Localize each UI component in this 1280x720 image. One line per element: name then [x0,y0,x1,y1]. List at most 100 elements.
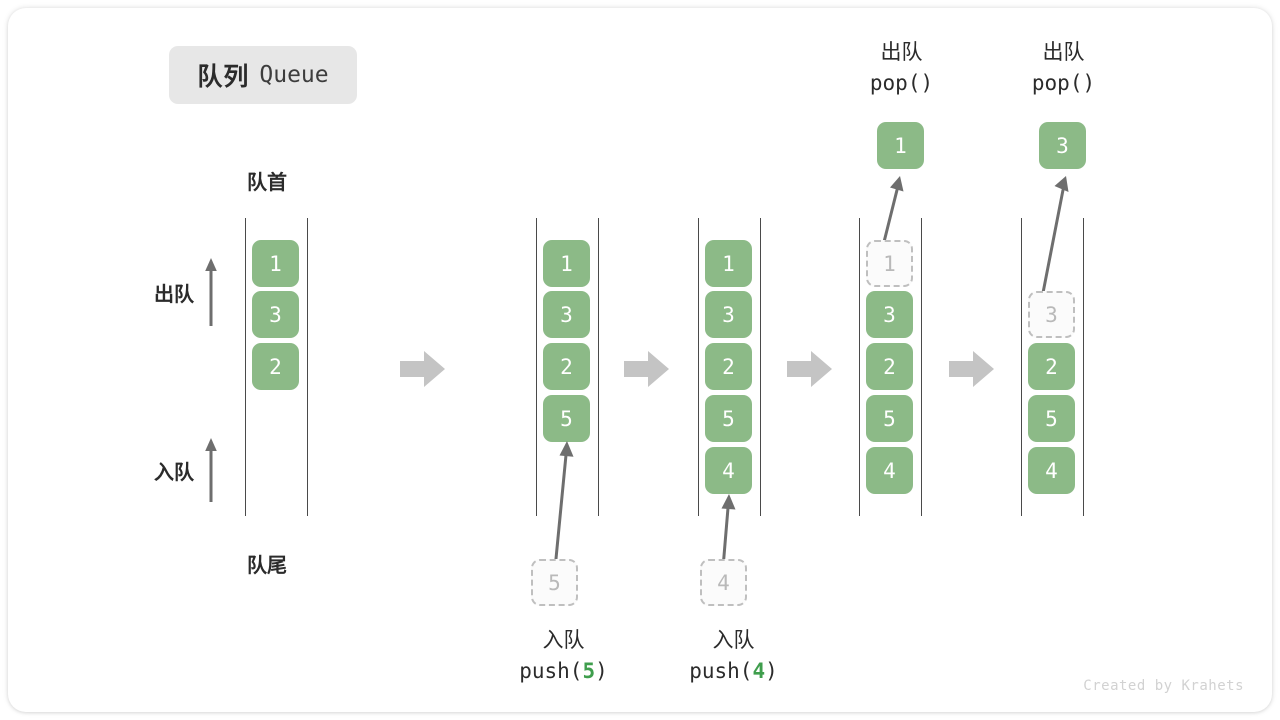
queue-cell: 3 [705,291,752,338]
track-rail-left [245,218,246,516]
queue-track-after-pop-3: 3 2 5 4 [1021,218,1084,516]
caption-push-4: 入队 push(4) [646,626,821,687]
queue-cell-value: 1 [722,251,735,276]
queue-cell-value: 4 [722,458,735,483]
track-rail-left [536,218,537,516]
dequeue-up-arrow-icon [205,258,217,326]
track-rail-right [760,218,761,516]
queue-cell-value: 2 [560,354,573,379]
queue-cell: 2 [866,343,913,390]
credit-text: Created by Krahets [1083,678,1244,694]
caption-pop-3-code: pop() [1031,71,1096,96]
queue-cell-value: 5 [1045,406,1058,431]
track-rail-right [307,218,308,516]
caption-pop-1-code: pop() [869,71,934,96]
enqueue-up-arrow-icon [205,438,217,502]
queue-cell-value: 3 [722,302,735,327]
queue-cell-value: 1 [269,251,282,276]
queue-cell-value: 2 [269,354,282,379]
track-rail-left [698,218,699,516]
incoming-cell-value: 5 [548,570,561,595]
push-motion-arrow-2 [721,494,736,570]
caption-pop-1: 出队 pop() [814,38,989,99]
queue-cell-value: 1 [560,251,573,276]
caption-push-4-fn: push( [689,659,753,684]
queue-cell-value: 5 [883,406,896,431]
label-dequeue-direction: 出队 [154,256,219,328]
caption-push-5: 入队 push(5) [476,626,651,687]
title-cn: 队列 [197,63,250,91]
outgoing-cell-pop-3: 3 [1039,122,1086,169]
queue-cell: 4 [866,447,913,494]
incoming-cell-value: 4 [717,570,730,595]
track-rail-left [859,218,860,516]
queue-cell: 1 [866,240,913,287]
caption-pop-3: 出队 pop() [976,38,1151,99]
queue-cell-value: 3 [883,302,896,327]
queue-cell-value: 1 [883,251,896,276]
queue-cell-value: 2 [883,354,896,379]
incoming-cell-push-4: 4 [700,559,747,606]
queue-track-after-push-5: 1 3 2 5 [536,218,599,516]
queue-cell-value: 2 [722,354,735,379]
caption-push-5-value: 5 [582,659,596,684]
track-rail-right [1083,218,1084,516]
flow-arrow-icon-2 [624,351,669,387]
title-en: Queue [259,62,329,88]
queue-cell: 5 [543,395,590,442]
caption-push-4-fn-end: ) [765,659,778,684]
flow-arrow-icon-1 [400,351,445,387]
caption-push-4-value: 4 [752,659,766,684]
queue-cell: 2 [705,343,752,390]
queue-cell-value: 4 [1045,458,1058,483]
queue-cell: 4 [1028,447,1075,494]
queue-cell: 1 [252,240,299,287]
queue-cell-value: 4 [883,458,896,483]
queue-cell-value: 5 [722,406,735,431]
queue-cell: 3 [252,291,299,338]
push-motion-arrow-1 [553,441,574,571]
outgoing-cell-value: 3 [1056,133,1069,158]
flow-arrow-icon-4 [949,351,994,387]
outgoing-cell-value: 1 [894,133,907,158]
queue-cell-value: 3 [560,302,573,327]
queue-cell: 2 [1028,343,1075,390]
caption-push-5-cn: 入队 [542,629,585,652]
caption-push-5-code: push(5) [476,656,651,686]
caption-push-4-code: push(4) [646,656,821,686]
caption-pop-3-cn: 出队 [1042,41,1085,64]
queue-cell: 4 [705,447,752,494]
queue-cell-value: 2 [1045,354,1058,379]
label-enqueue-text: 入队 [154,461,194,484]
queue-cell: 2 [252,343,299,390]
queue-cell: 1 [543,240,590,287]
pop-motion-arrow-1 [881,176,904,248]
track-rail-right [598,218,599,516]
track-rail-right [921,218,922,516]
label-queue-rear: 队尾 [247,555,287,577]
queue-cell-value: 3 [1045,302,1058,327]
queue-cell: 5 [705,395,752,442]
title-badge: 队列 Queue [169,46,357,104]
caption-pop-1-cn: 出队 [880,41,923,64]
track-rail-left [1021,218,1022,516]
queue-track-initial: 1 3 2 [245,218,308,516]
queue-track-after-pop-1: 1 3 2 5 4 [859,218,922,516]
queue-cell: 5 [1028,395,1075,442]
queue-cell: 3 [543,291,590,338]
flow-arrow-icon-3 [787,351,832,387]
label-enqueue-direction: 入队 [154,436,219,504]
queue-cell: 3 [866,291,913,338]
caption-push-4-cn: 入队 [712,629,755,652]
caption-push-5-fn-end: ) [595,659,608,684]
label-dequeue-text: 出队 [154,283,194,306]
queue-track-after-push-4: 1 3 2 5 4 [698,218,761,516]
label-queue-front: 队首 [247,172,287,194]
caption-push-5-fn: push( [519,659,583,684]
queue-cell: 1 [705,240,752,287]
queue-cell-value: 3 [269,302,282,327]
queue-cell: 2 [543,343,590,390]
queue-cell: 5 [866,395,913,442]
queue-cell-value: 5 [560,406,573,431]
queue-cell: 3 [1028,291,1075,338]
